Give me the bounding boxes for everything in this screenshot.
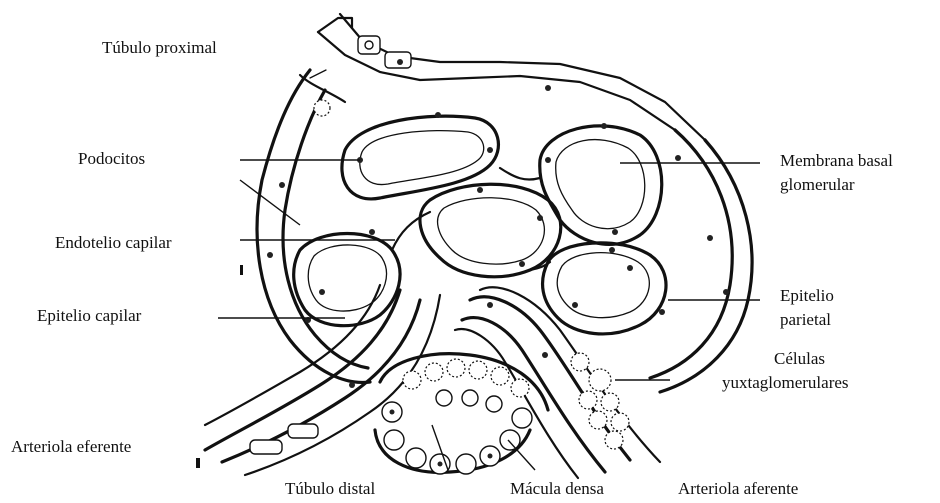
label-arteriola-aferente: Arteriola aferente <box>678 478 798 500</box>
label-epitelio-capilar: Epitelio capilar <box>37 305 141 327</box>
label-epitelio-parietal-line1: Epitelio <box>780 285 834 307</box>
label-tubulo-proximal: Túbulo proximal <box>102 37 217 59</box>
label-celulas-line2: yuxtaglomerulares <box>722 372 849 394</box>
label-celulas-line1: Células <box>774 348 825 370</box>
proximal-tubule <box>318 14 705 140</box>
label-membrana-basal-line2: glomerular <box>780 174 855 196</box>
juxtaglomerular-cells <box>571 353 629 449</box>
bowman-capsule <box>257 70 752 392</box>
capillary-loops <box>294 112 666 334</box>
stray-mark <box>240 265 243 275</box>
label-epitelio-parietal-line2: parietal <box>780 309 831 331</box>
label-endotelio-capilar: Endotelio capilar <box>55 232 172 254</box>
label-membrana-basal-line1: Membrana basal <box>780 150 893 172</box>
label-macula-densa: Mácula densa <box>510 478 604 500</box>
label-arteriola-eferente: Arteriola eferente <box>11 436 131 458</box>
label-tubulo-distal: Túbulo distal <box>285 478 375 500</box>
label-podocitos: Podocitos <box>78 148 145 170</box>
stray-mark <box>196 458 200 468</box>
